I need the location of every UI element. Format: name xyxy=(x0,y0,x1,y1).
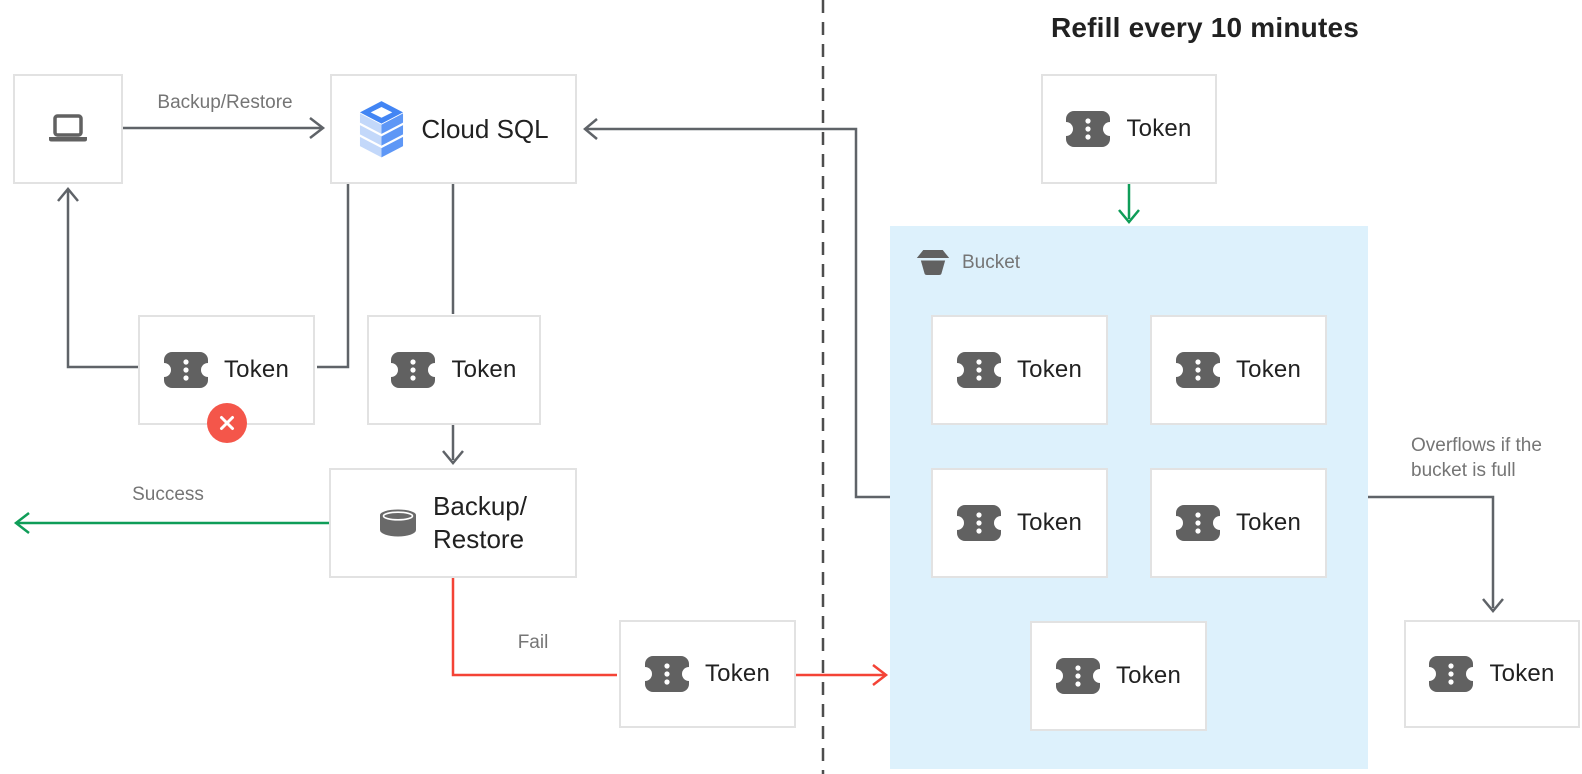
token-label: Token xyxy=(1235,509,1302,536)
token-label: Token xyxy=(1016,509,1083,536)
error-x-icon xyxy=(206,403,247,443)
bucket-header: Bucket xyxy=(916,248,1020,277)
token-icon xyxy=(1066,111,1111,147)
overflow-label-line1: Overflows if the xyxy=(1411,435,1542,456)
edge-cloudsql-to-rejected-token xyxy=(317,184,350,369)
edge-backup-restore-request xyxy=(123,117,326,139)
token-node-bucket-5: Token xyxy=(1030,621,1207,731)
token-icon xyxy=(956,352,1001,388)
database-icon xyxy=(380,509,417,536)
bucket-label: Bucket xyxy=(962,251,1021,273)
token-label: Token xyxy=(1016,356,1083,383)
token-node-failed: Token xyxy=(619,620,796,728)
edge-label-success: Success xyxy=(132,484,204,505)
laptop-icon xyxy=(49,114,87,142)
token-icon xyxy=(1175,352,1220,388)
backup-restore-label: Backup/ Restore xyxy=(433,490,527,556)
overflow-label-line2: bucket is full xyxy=(1411,460,1516,481)
token-label: Token xyxy=(1115,662,1182,689)
backup-label-line2: Restore xyxy=(433,524,525,554)
bucket-icon xyxy=(916,249,950,276)
token-label: Token xyxy=(1126,115,1192,142)
backup-restore-node: Backup/ Restore xyxy=(329,468,577,578)
token-icon xyxy=(163,352,208,388)
token-node-rejected: Token xyxy=(138,315,315,443)
token-label: Token xyxy=(704,660,771,687)
token-node-bucket-1: Token xyxy=(931,315,1108,425)
edge-label-fail: Fail xyxy=(517,632,549,653)
edge-token-to-backup xyxy=(442,425,464,465)
token-node-bucket-2: Token xyxy=(1150,315,1327,425)
token-icon xyxy=(644,656,689,692)
token-node-bucket-3: Token xyxy=(931,468,1108,578)
edge-label-overflow: Overflows if the bucket is full xyxy=(1411,433,1576,483)
token-node-overflow: Token xyxy=(1404,620,1580,728)
client-laptop-node xyxy=(13,74,123,184)
token-icon xyxy=(1055,658,1100,694)
cloud-sql-label: Cloud SQL xyxy=(421,113,549,144)
cloud-sql-node: Cloud SQL xyxy=(330,74,577,184)
token-node-bucket-4: Token xyxy=(1150,468,1327,578)
edge-fail xyxy=(451,578,617,677)
token-label: Token xyxy=(223,356,290,383)
refill-title: Refill every 10 minutes xyxy=(1050,12,1360,43)
backup-label-line1: Backup/ xyxy=(433,491,527,521)
token-label: Token xyxy=(1489,660,1555,687)
token-icon xyxy=(1429,656,1474,692)
token-label: Token xyxy=(1235,356,1302,383)
token-icon xyxy=(391,352,436,388)
edge-label-backup-restore: Backup/Restore xyxy=(157,92,293,113)
edge-overflow xyxy=(1368,495,1504,613)
token-bucket-region: Bucket Token Token Toke xyxy=(890,226,1368,769)
edge-fail-token-to-bucket xyxy=(796,664,889,686)
edge-token-to-laptop xyxy=(57,187,138,369)
token-icon xyxy=(1175,505,1220,541)
token-icon xyxy=(956,505,1001,541)
token-node-refill: Token xyxy=(1041,74,1217,184)
edge-success xyxy=(13,512,329,534)
edge-bucket-to-cloudsql xyxy=(583,118,890,499)
token-label: Token xyxy=(451,356,517,383)
token-node-queued: Token xyxy=(367,315,541,425)
edge-refill-to-bucket xyxy=(1118,184,1140,224)
cloud-sql-icon xyxy=(360,100,404,157)
